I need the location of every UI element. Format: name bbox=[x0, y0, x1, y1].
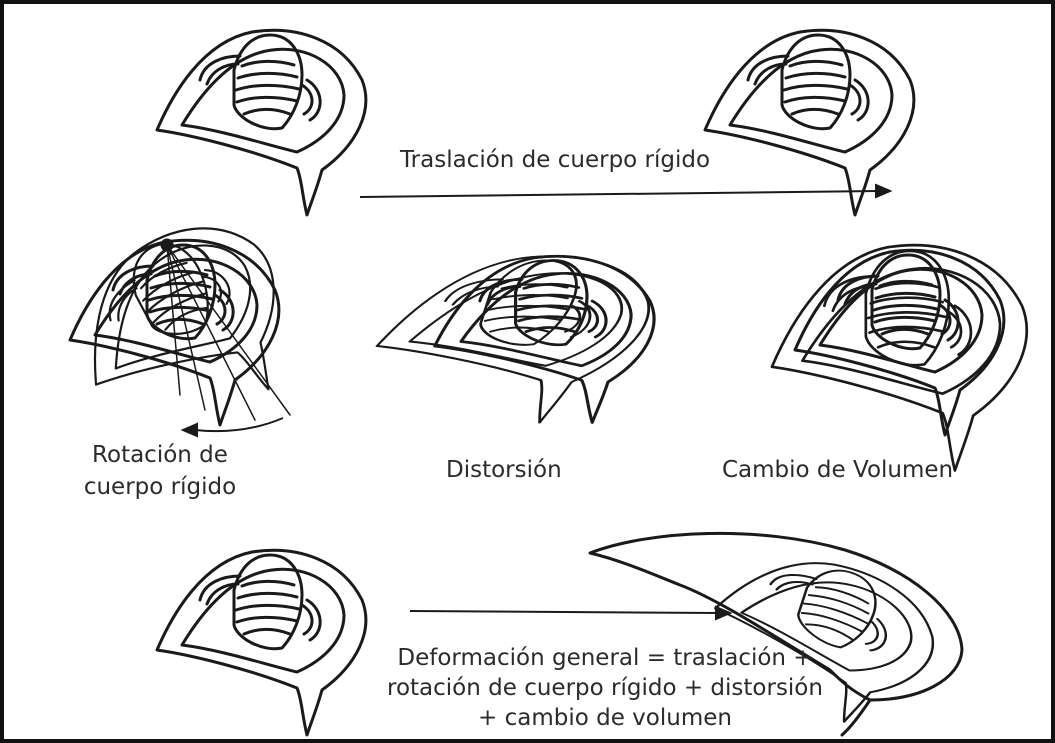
general-label-line2: rotación de cuerpo rígido + distorsión bbox=[375, 673, 835, 704]
general-label-line1: Deformación general = traslación + bbox=[375, 643, 835, 674]
trilobite-top-left bbox=[157, 30, 366, 215]
translation-arrow bbox=[360, 185, 890, 197]
rotation-label-line1: Rotación de bbox=[60, 440, 260, 471]
volume-change-label: Cambio de Volumen bbox=[722, 455, 953, 486]
rotation-arc-arrow bbox=[183, 418, 283, 436]
distortion-label: Distorsión bbox=[446, 455, 562, 486]
general-arrow bbox=[410, 607, 730, 619]
translation-label: Traslación de cuerpo rígido bbox=[400, 145, 710, 176]
trilobite-volume-change bbox=[772, 245, 1027, 470]
trilobite-distortion bbox=[352, 256, 667, 422]
rotation-label-line2: cuerpo rígido bbox=[60, 472, 260, 503]
general-label-line3: + cambio de volumen bbox=[375, 703, 835, 734]
trilobite-bottom-left bbox=[157, 550, 366, 735]
trilobite-rotation bbox=[49, 199, 320, 460]
